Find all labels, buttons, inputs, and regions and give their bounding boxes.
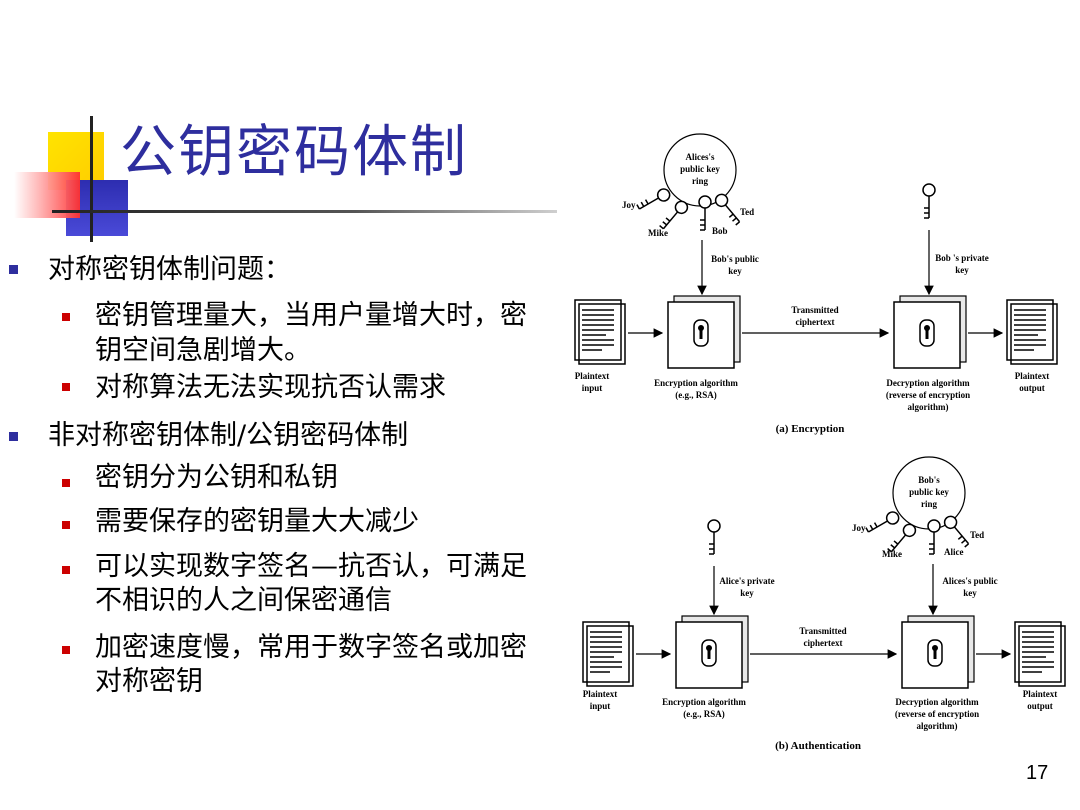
svg-text:key: key	[728, 266, 742, 276]
svg-text:input: input	[590, 701, 611, 711]
svg-text:public key: public key	[909, 487, 949, 497]
svg-text:algorithm): algorithm)	[908, 402, 949, 412]
svg-text:Decryption algorithm: Decryption algorithm	[886, 378, 970, 388]
svg-text:Joy: Joy	[852, 523, 866, 533]
bullet-text: 对称密钥体制问题：	[48, 254, 291, 285]
svg-text:ciphertext: ciphertext	[804, 638, 843, 648]
bullet-square-icon	[62, 521, 70, 529]
key-icon	[698, 195, 712, 231]
svg-text:input: input	[582, 383, 603, 393]
svg-text:(e.g., RSA): (e.g., RSA)	[675, 390, 717, 400]
svg-text:(reverse of encryption: (reverse of encryption	[895, 709, 979, 719]
svg-text:Encryption algorithm: Encryption algorithm	[654, 378, 738, 388]
svg-text:output: output	[1027, 701, 1053, 711]
ring-label: Alices's	[686, 152, 715, 162]
svg-text:output: output	[1019, 383, 1045, 393]
lock-safe-icon	[675, 615, 749, 689]
svg-text:Bob 's private: Bob 's private	[935, 253, 989, 263]
lock-safe-icon	[901, 615, 975, 689]
svg-text:Encryption algorithm: Encryption algorithm	[662, 697, 746, 707]
bullet-square-icon	[9, 265, 18, 274]
svg-text:Bob's: Bob's	[918, 475, 940, 485]
svg-text:ring: ring	[921, 499, 938, 509]
bullet-square-icon	[62, 566, 70, 574]
svg-text:Alices's public: Alices's public	[942, 576, 997, 586]
svg-text:ciphertext: ciphertext	[796, 317, 835, 327]
lock-safe-icon	[893, 295, 967, 369]
svg-text:(reverse of encryption: (reverse of encryption	[886, 390, 970, 400]
key-icon	[707, 519, 721, 555]
bullet-text: 钥空间急剧增大。	[95, 335, 311, 366]
plaintext-document-icon	[582, 621, 634, 687]
page-number: 17	[1026, 762, 1049, 784]
svg-text:Bob's public: Bob's public	[711, 254, 759, 264]
bullet-square-icon	[62, 646, 70, 654]
svg-text:Alice: Alice	[944, 547, 964, 557]
svg-text:Plaintext: Plaintext	[1023, 689, 1058, 699]
svg-text:key: key	[963, 588, 977, 598]
bullet-text: 需要保存的密钥量大大减少	[95, 506, 419, 537]
svg-text:Plaintext: Plaintext	[1015, 371, 1050, 381]
svg-text:Transmitted: Transmitted	[791, 305, 838, 315]
name-label: Joy	[622, 200, 636, 210]
svg-text:Alice's private: Alice's private	[719, 576, 774, 586]
svg-text:Transmitted: Transmitted	[799, 626, 846, 636]
lock-safe-icon	[667, 295, 741, 369]
svg-text:(e.g., RSA): (e.g., RSA)	[683, 709, 725, 719]
caption: (b) Authentication	[775, 740, 861, 752]
key-icon	[941, 513, 974, 549]
key-icon	[635, 186, 673, 215]
ring-label: public key	[680, 164, 720, 174]
key-icon	[927, 519, 941, 555]
key-icon	[922, 183, 936, 219]
diagram-encryption: Alices's public key ring Joy Ted Mike Bo…	[574, 133, 1058, 435]
ring-label: ring	[692, 176, 709, 186]
plaintext-document-icon	[1014, 621, 1066, 687]
bullet-square-icon	[9, 432, 18, 441]
svg-text:Ted: Ted	[970, 530, 984, 540]
name-label: Bob	[712, 226, 728, 236]
svg-text:key: key	[955, 265, 969, 275]
name-label: Mike	[648, 228, 668, 238]
svg-text:Decryption algorithm: Decryption algorithm	[895, 697, 979, 707]
svg-text:algorithm): algorithm)	[917, 721, 958, 731]
plaintext-document-icon	[574, 299, 626, 365]
bullet-text: 对称密钥	[95, 666, 203, 697]
svg-text:key: key	[740, 588, 754, 598]
bullet-text: 密钥分为公钥和私钥	[95, 462, 338, 493]
bullet-text: 对称算法无法实现抗否认需求	[95, 372, 446, 403]
bullet-text: 可以实现数字签名—抗否认，可满足	[95, 551, 527, 582]
bullet-text: 不相识的人之间保密通信	[95, 585, 392, 616]
name-label: Ted	[740, 207, 754, 217]
bullet-square-icon	[62, 383, 70, 391]
bullet-text: 非对称密钥体制/公钥密码体制	[48, 420, 409, 451]
caption: (a) Encryption	[776, 423, 845, 435]
bullet-text: 密钥管理量大，当用户量增大时，密	[95, 300, 527, 331]
plaintext-document-icon	[1006, 299, 1058, 365]
svg-text:Plaintext: Plaintext	[575, 371, 610, 381]
diagram-authentication: Bob's public key ring Joy Ted Mike Alice…	[582, 456, 1066, 752]
svg-text:Plaintext: Plaintext	[583, 689, 618, 699]
key-icon	[864, 509, 902, 538]
bullet-text: 加密速度慢，常用于数字签名或加密	[95, 632, 527, 663]
slide-title: 公钥密码体制	[120, 120, 468, 185]
bullet-square-icon	[62, 313, 70, 321]
bullet-square-icon	[62, 479, 70, 487]
svg-text:Mike: Mike	[882, 549, 902, 559]
